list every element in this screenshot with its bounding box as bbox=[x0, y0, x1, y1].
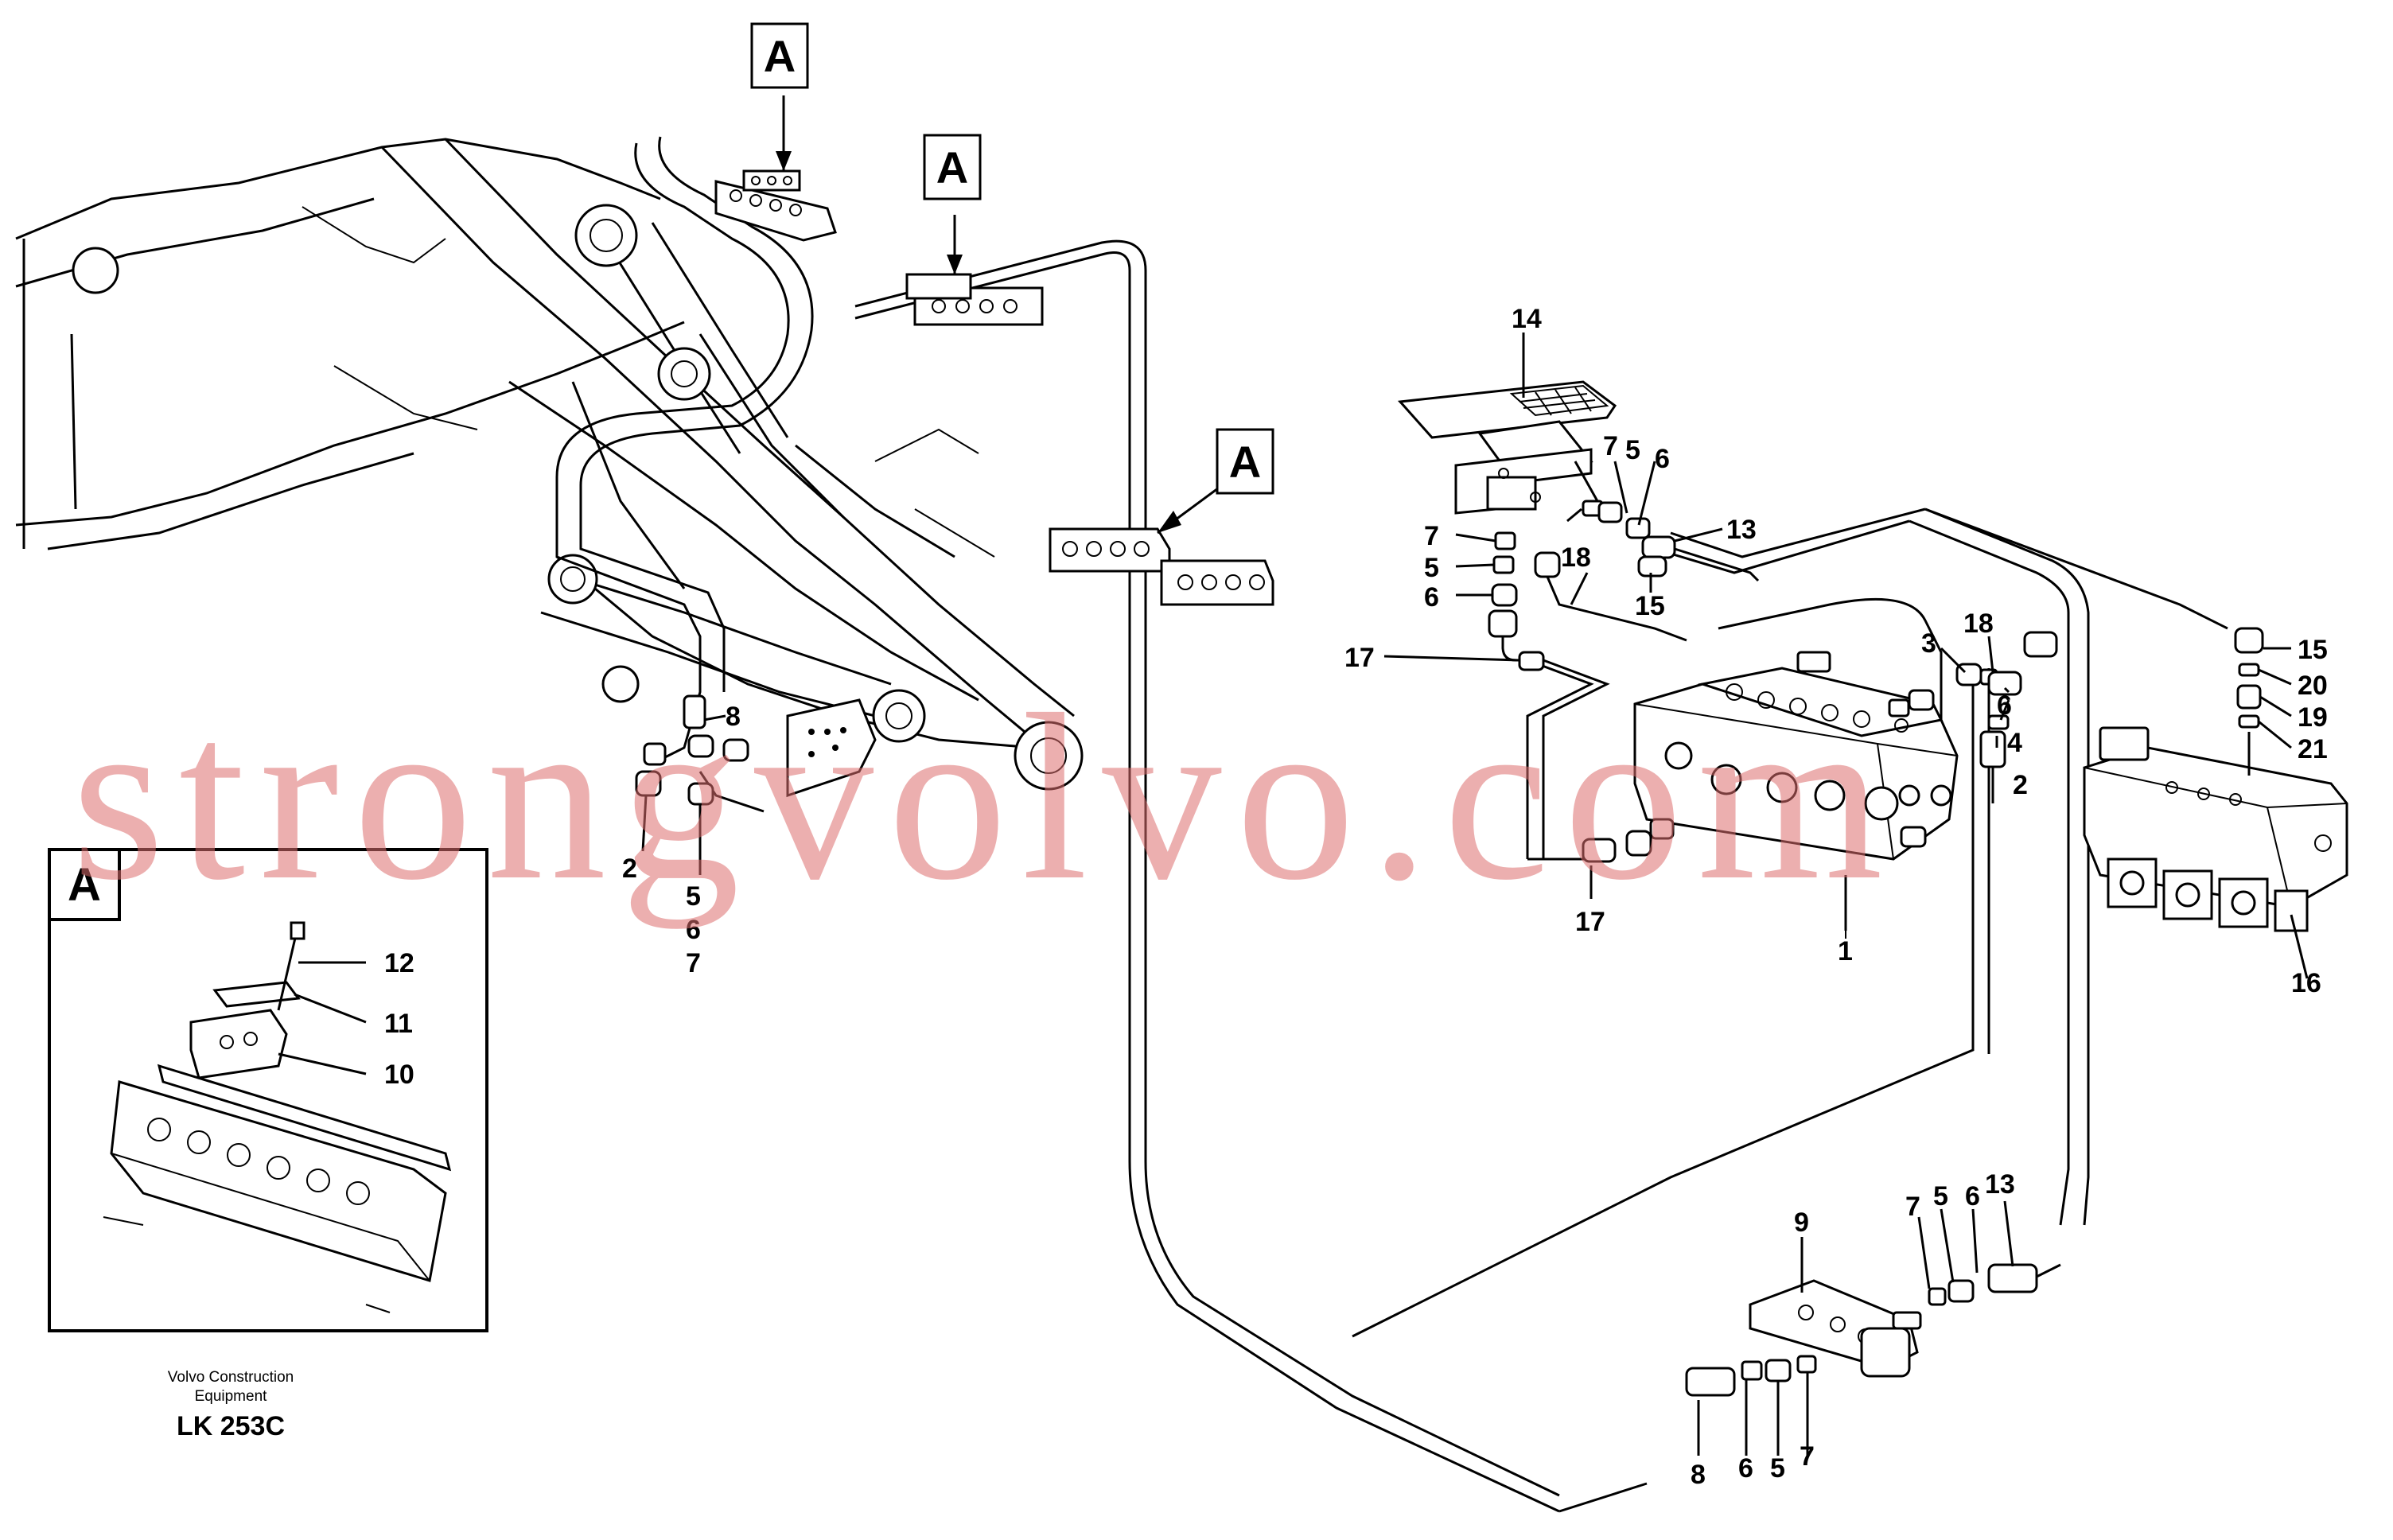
valve-fittings bbox=[1527, 631, 2058, 863]
bottom-label-7b: 7 bbox=[1800, 1441, 1815, 1472]
bottom-label-8: 8 bbox=[1691, 1460, 1706, 1490]
pedal-label-7: 7 bbox=[1603, 431, 1618, 461]
bottom-label-13: 13 bbox=[1985, 1169, 2015, 1200]
solenoid-label-16: 16 bbox=[2291, 968, 2321, 998]
boom-label-2: 2 bbox=[622, 854, 637, 884]
pedal-fittings bbox=[1488, 500, 1760, 671]
boom-label-8: 8 bbox=[726, 702, 741, 732]
drawing-code: LK 253C bbox=[176, 1411, 286, 1441]
callout-numbers: 12 11 10 8 2 5 6 7 14 7 5 6 13 7 5 6 18 … bbox=[384, 304, 2328, 1490]
inset-label-12: 12 bbox=[384, 948, 414, 978]
distribution-block bbox=[1685, 1263, 2061, 1397]
boom-assembly bbox=[15, 136, 1084, 813]
callout-label-a1: A bbox=[764, 31, 796, 81]
detail-inset: A bbox=[48, 848, 488, 1332]
pedal-label-6: 6 bbox=[1655, 444, 1670, 474]
valve-label-4: 4 bbox=[2007, 728, 2022, 758]
footer-block: Volvo Construction Equipment LK 253C bbox=[111, 1368, 350, 1442]
valve-label-2: 2 bbox=[2013, 770, 2028, 800]
pedal-label-6b: 6 bbox=[1424, 582, 1439, 612]
inset-label-10: 10 bbox=[384, 1060, 414, 1090]
solenoid-label-15: 15 bbox=[2298, 635, 2328, 665]
company-line-1: Volvo Construction bbox=[167, 1369, 294, 1386]
valve-label-17: 17 bbox=[1575, 907, 1605, 937]
pipe-clamp-a2: A bbox=[854, 134, 1147, 1161]
solenoid-label-20: 20 bbox=[2298, 671, 2328, 701]
hose-routing bbox=[1128, 508, 2228, 1513]
company-line-2: Equipment bbox=[194, 1388, 267, 1405]
boom-label-6: 6 bbox=[686, 915, 701, 945]
bottom-label-9: 9 bbox=[1794, 1208, 1809, 1238]
bottom-label-5b: 5 bbox=[1770, 1453, 1785, 1484]
callout-label-a2: A bbox=[936, 142, 968, 192]
bottom-label-5: 5 bbox=[1933, 1181, 1948, 1211]
leader-lines bbox=[641, 332, 2309, 1456]
valve-label-6: 6 bbox=[1997, 690, 2012, 721]
pedal-label-18: 18 bbox=[1561, 542, 1591, 573]
solenoid-label-19: 19 bbox=[2298, 702, 2328, 733]
bottom-label-6: 6 bbox=[1965, 1181, 1980, 1211]
inset-title: A bbox=[68, 859, 101, 911]
solenoid-valve bbox=[2083, 627, 2348, 932]
pedal-label-17: 17 bbox=[1344, 643, 1375, 673]
bottom-label-7: 7 bbox=[1905, 1192, 1920, 1222]
valve-label-18: 18 bbox=[1963, 609, 1994, 639]
pedal-label-5b: 5 bbox=[1424, 553, 1439, 583]
control-valve bbox=[1633, 651, 1959, 939]
pedal-label-5: 5 bbox=[1625, 435, 1640, 465]
valve-label-3: 3 bbox=[1921, 628, 1936, 659]
pedal-label-14: 14 bbox=[1512, 304, 1542, 334]
solenoid-label-21: 21 bbox=[2298, 734, 2328, 764]
inset-label-11: 11 bbox=[384, 1009, 413, 1039]
pedal-label-7b: 7 bbox=[1424, 521, 1439, 551]
callout-label-a3: A bbox=[1229, 437, 1261, 487]
boom-label-5: 5 bbox=[686, 881, 701, 912]
pedal-label-13: 13 bbox=[1726, 515, 1757, 545]
boom-label-7: 7 bbox=[686, 948, 701, 978]
bottom-label-6b: 6 bbox=[1738, 1453, 1753, 1484]
pipe-clamp-a1: A bbox=[714, 22, 837, 242]
valve-label-1: 1 bbox=[1838, 936, 1853, 966]
foot-pedal bbox=[1397, 380, 1617, 515]
pipe-clamp-a3: A bbox=[1049, 428, 1274, 606]
pedal-label-15: 15 bbox=[1635, 591, 1665, 621]
